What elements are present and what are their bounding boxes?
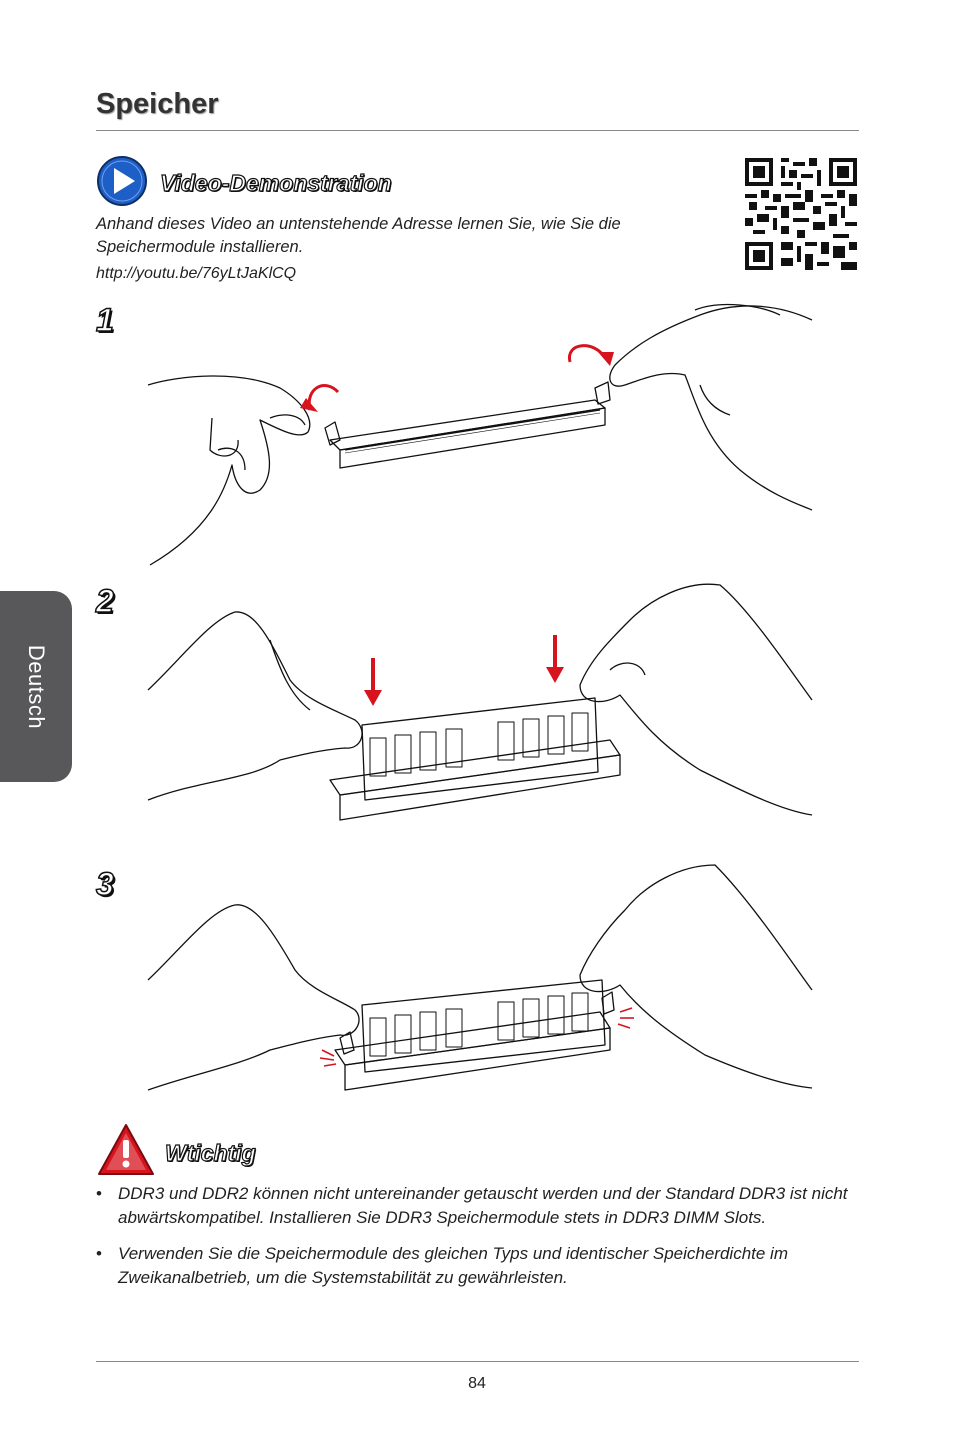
page-number: 84 <box>468 1375 486 1392</box>
language-side-tab: Deutsch <box>0 591 72 782</box>
important-list: DDR3 und DDR2 können nicht untereinander… <box>96 1182 866 1302</box>
step-1-illustration <box>147 303 813 566</box>
qr-code[interactable] <box>745 157 857 271</box>
side-tab-label: Deutsch <box>24 644 49 729</box>
step-number-2: 2 <box>95 582 114 620</box>
step-2-illustration <box>147 583 813 821</box>
video-heading: Video-Demonstration <box>159 169 392 196</box>
step-number-1: 1 <box>95 301 114 339</box>
footer-rule <box>96 1361 859 1362</box>
title-rule <box>96 130 859 131</box>
step-3-illustration <box>147 864 813 1091</box>
list-item: Verwenden Sie die Speichermodule des gle… <box>96 1242 866 1290</box>
list-item: DDR3 und DDR2 können nicht untereinander… <box>96 1182 866 1230</box>
important-heading: Wtichtig <box>164 1139 256 1166</box>
video-url[interactable]: http://youtu.be/76yLtJaKlCQ <box>96 265 297 282</box>
warning-icon <box>98 1124 154 1175</box>
play-icon <box>97 156 147 206</box>
video-description: Anhand dieses Video an untenstehende Adr… <box>96 215 621 256</box>
step-number-3: 3 <box>95 865 114 903</box>
section-title: Speicher <box>96 88 219 120</box>
